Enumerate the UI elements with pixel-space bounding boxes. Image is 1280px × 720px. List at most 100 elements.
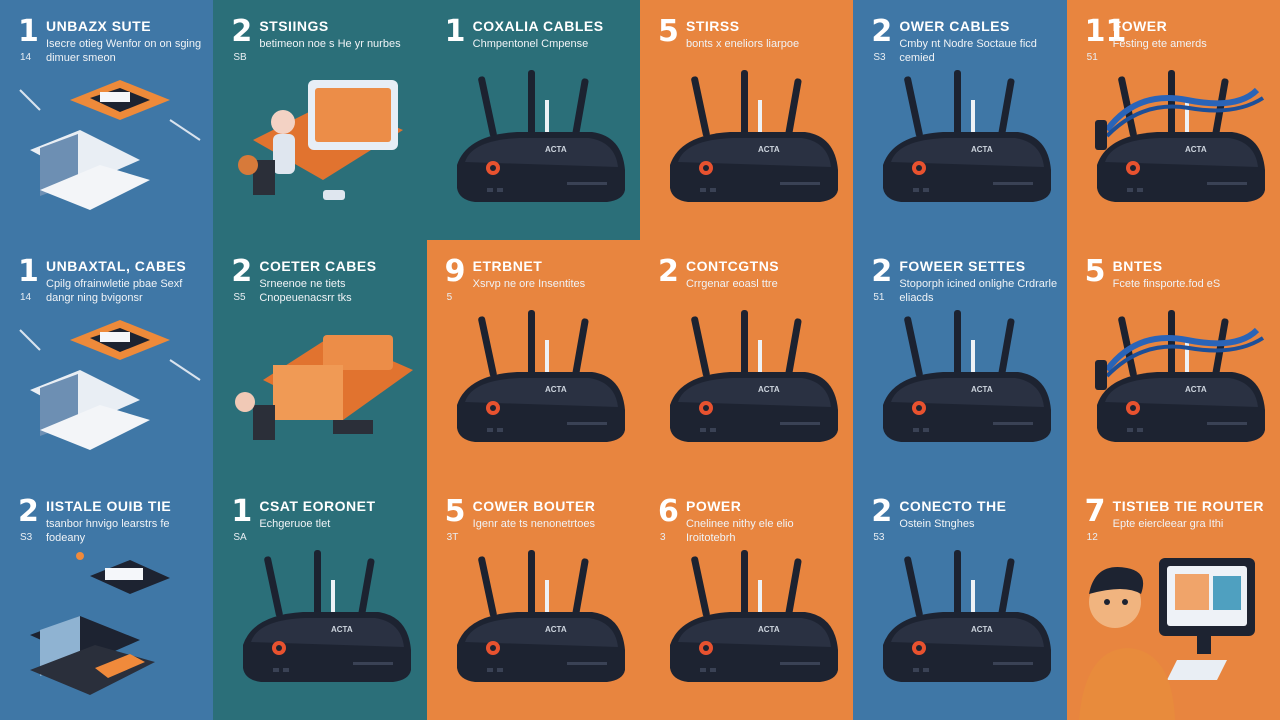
step-side-label: S3 xyxy=(873,52,886,63)
step-number: 1 xyxy=(231,494,253,529)
svg-text:ACTA: ACTA xyxy=(1185,145,1207,154)
step-title: COXALIA CABLES xyxy=(472,18,604,34)
step-tile: 7 TISTIEB TIE ROUTER Epte eiercleear gra… xyxy=(1066,480,1280,720)
svg-text:ACTA: ACTA xyxy=(1185,385,1207,394)
step-number: 9 xyxy=(444,254,466,289)
router-illustration-icon: ACTA xyxy=(640,70,853,240)
step-title: ETRBNET xyxy=(472,258,543,274)
step-side-label: 3 xyxy=(659,532,666,543)
step-tile: 2 STSIINGS betimeon noe s He yr nurbes S… xyxy=(213,0,427,240)
svg-text:ACTA: ACTA xyxy=(971,145,993,154)
step-tile: 1 UNBAZX SUTE Isecre otieg Wenfor on on … xyxy=(0,0,214,240)
step-title: IISTALE OUIB TIE xyxy=(46,498,172,514)
router-illustration-icon: ACTA xyxy=(640,550,853,720)
step-tile: 5 BNTES Fcete finsporte.fod eS ACTA xyxy=(1066,240,1280,480)
step-tile: 2 IISTALE OUIB TIE tsanbor hnvigo learst… xyxy=(0,480,214,720)
step-title: FOWER xyxy=(1112,18,1168,34)
router-illustration-icon: ACTA xyxy=(640,310,853,480)
router-cable-illustration-icon: ACTA xyxy=(1067,70,1280,240)
step-number: 1 xyxy=(18,254,39,289)
svg-text:ACTA: ACTA xyxy=(545,385,567,394)
step-number: 2 xyxy=(231,14,253,49)
step-title: COWER BOUTER xyxy=(472,498,596,514)
step-description: Festing ete amerds xyxy=(1112,38,1207,50)
svg-text:ACTA: ACTA xyxy=(545,145,567,154)
step-number: 1 xyxy=(18,14,39,49)
step-number: 7 xyxy=(1084,494,1106,529)
step-tile: 1 CSAT EORONET Echgeruoe tlet SA ACTA xyxy=(213,480,427,720)
router-illustration-icon: ACTA xyxy=(853,550,1066,720)
step-side-label: SA xyxy=(233,532,247,543)
step-side-label: 14 xyxy=(20,292,32,303)
step-title: COETER CABES xyxy=(259,258,377,274)
router-illustration-icon: ACTA xyxy=(853,70,1066,240)
step-description: Isecre otieg Wenfor on on sging dimuer s… xyxy=(46,38,202,64)
step-number: 2 xyxy=(231,254,253,289)
step-description: bonts x eneliors liarpoe xyxy=(685,38,800,50)
step-side-label: 3T xyxy=(446,532,459,543)
step-tile: 2 CONTCGTNS Crrgenar eoasl ttre ACTA xyxy=(639,240,854,480)
svg-text:ACTA: ACTA xyxy=(758,385,780,394)
step-tile: 11 FOWER Festing ete amerds 51 ACTA xyxy=(1066,0,1280,240)
step-title: CONECTO THE xyxy=(899,498,1007,514)
svg-text:ACTA: ACTA xyxy=(971,385,993,394)
laptop-illustration-icon xyxy=(0,310,213,480)
step-description: tsanbor hnvigo learstrs fe fodeany xyxy=(46,518,170,544)
step-title: UNBAXTAL, CABES xyxy=(46,258,187,274)
router-cable-illustration-icon: ACTA xyxy=(1067,310,1280,480)
step-title: BNTES xyxy=(1112,258,1163,274)
router-illustration-icon: ACTA xyxy=(427,70,640,240)
step-description: betimeon noe s He yr nurbes xyxy=(259,38,401,50)
step-number: 2 xyxy=(871,494,893,529)
worker-illustration-icon xyxy=(213,310,426,480)
step-tile: 1 COXALIA CABLES Chmpentonel Cmpense ACT… xyxy=(426,0,640,240)
person-illustration-icon xyxy=(1067,550,1280,720)
svg-text:ACTA: ACTA xyxy=(331,625,353,634)
step-number: 5 xyxy=(1084,254,1106,289)
step-tile: 5 COWER BOUTER Igenr ate ts nenonetrtoes… xyxy=(426,480,640,720)
step-side-label: S3 xyxy=(20,532,33,543)
laptop-illustration-icon xyxy=(0,550,213,720)
step-description: Cmby nt Nodre Soctaue ficd cemied xyxy=(899,38,1037,64)
step-description: Chmpentonel Cmpense xyxy=(472,38,589,50)
step-tile: 1 UNBAXTAL, CABES Cpilg ofrainwletie pba… xyxy=(0,240,214,480)
router-illustration-icon: ACTA xyxy=(853,310,1066,480)
step-tile: 2 COETER CABES Srneenoe ne tiets Cnopeue… xyxy=(213,240,427,480)
step-side-label: SB xyxy=(233,52,247,63)
step-description: Crrgenar eoasl ttre xyxy=(685,278,778,290)
step-side-label: 12 xyxy=(1086,532,1098,543)
step-description: Xsrvp ne ore Insentites xyxy=(472,278,586,290)
step-description: Echgeruoe tlet xyxy=(259,518,331,530)
step-number: 2 xyxy=(657,254,679,289)
svg-text:ACTA: ACTA xyxy=(758,625,780,634)
step-title: TISTIEB TIE ROUTER xyxy=(1112,498,1264,514)
step-number: 11 xyxy=(1084,14,1127,49)
step-description: Igenr ate ts nenonetrtoes xyxy=(472,518,595,530)
step-title: POWER xyxy=(685,498,742,514)
step-side-label: 53 xyxy=(873,532,885,543)
step-tile: 6 POWER Cnelinee nithy ele elio Iroitote… xyxy=(639,480,854,720)
worker-illustration-icon xyxy=(213,70,426,240)
step-side-label: 14 xyxy=(20,52,32,63)
step-tile: 2 FOWEER SETTES Stoporph icined onlighe … xyxy=(853,240,1067,480)
step-number: 1 xyxy=(444,14,466,49)
step-description: Stoporph icined onlighe Crdrarle eliacds xyxy=(899,278,1058,304)
step-title: CSAT EORONET xyxy=(259,498,376,514)
router-illustration-icon: ACTA xyxy=(427,550,640,720)
step-description: Cpilg ofrainwletie pbae Sexf dangr ning … xyxy=(46,278,183,304)
step-number: 5 xyxy=(444,494,466,529)
laptop-illustration-icon xyxy=(0,70,213,240)
step-description: Fcete finsporte.fod eS xyxy=(1112,278,1221,290)
router-illustration-icon: ACTA xyxy=(427,310,640,480)
svg-text:ACTA: ACTA xyxy=(545,625,567,634)
svg-text:ACTA: ACTA xyxy=(758,145,780,154)
step-tile: 9 ETRBNET Xsrvp ne ore Insentites 5 ACTA xyxy=(426,240,640,480)
router-illustration-icon: ACTA xyxy=(213,550,426,720)
step-tile: 2 CONECTO THE Ostein Stnghes 53 ACTA xyxy=(853,480,1067,720)
step-title: UNBAZX SUTE xyxy=(46,18,152,34)
step-number: 2 xyxy=(871,14,893,49)
step-title: FOWEER SETTES xyxy=(899,258,1026,274)
step-side-label: S5 xyxy=(233,292,246,303)
step-title: STSIINGS xyxy=(259,18,329,34)
svg-text:ACTA: ACTA xyxy=(971,625,993,634)
